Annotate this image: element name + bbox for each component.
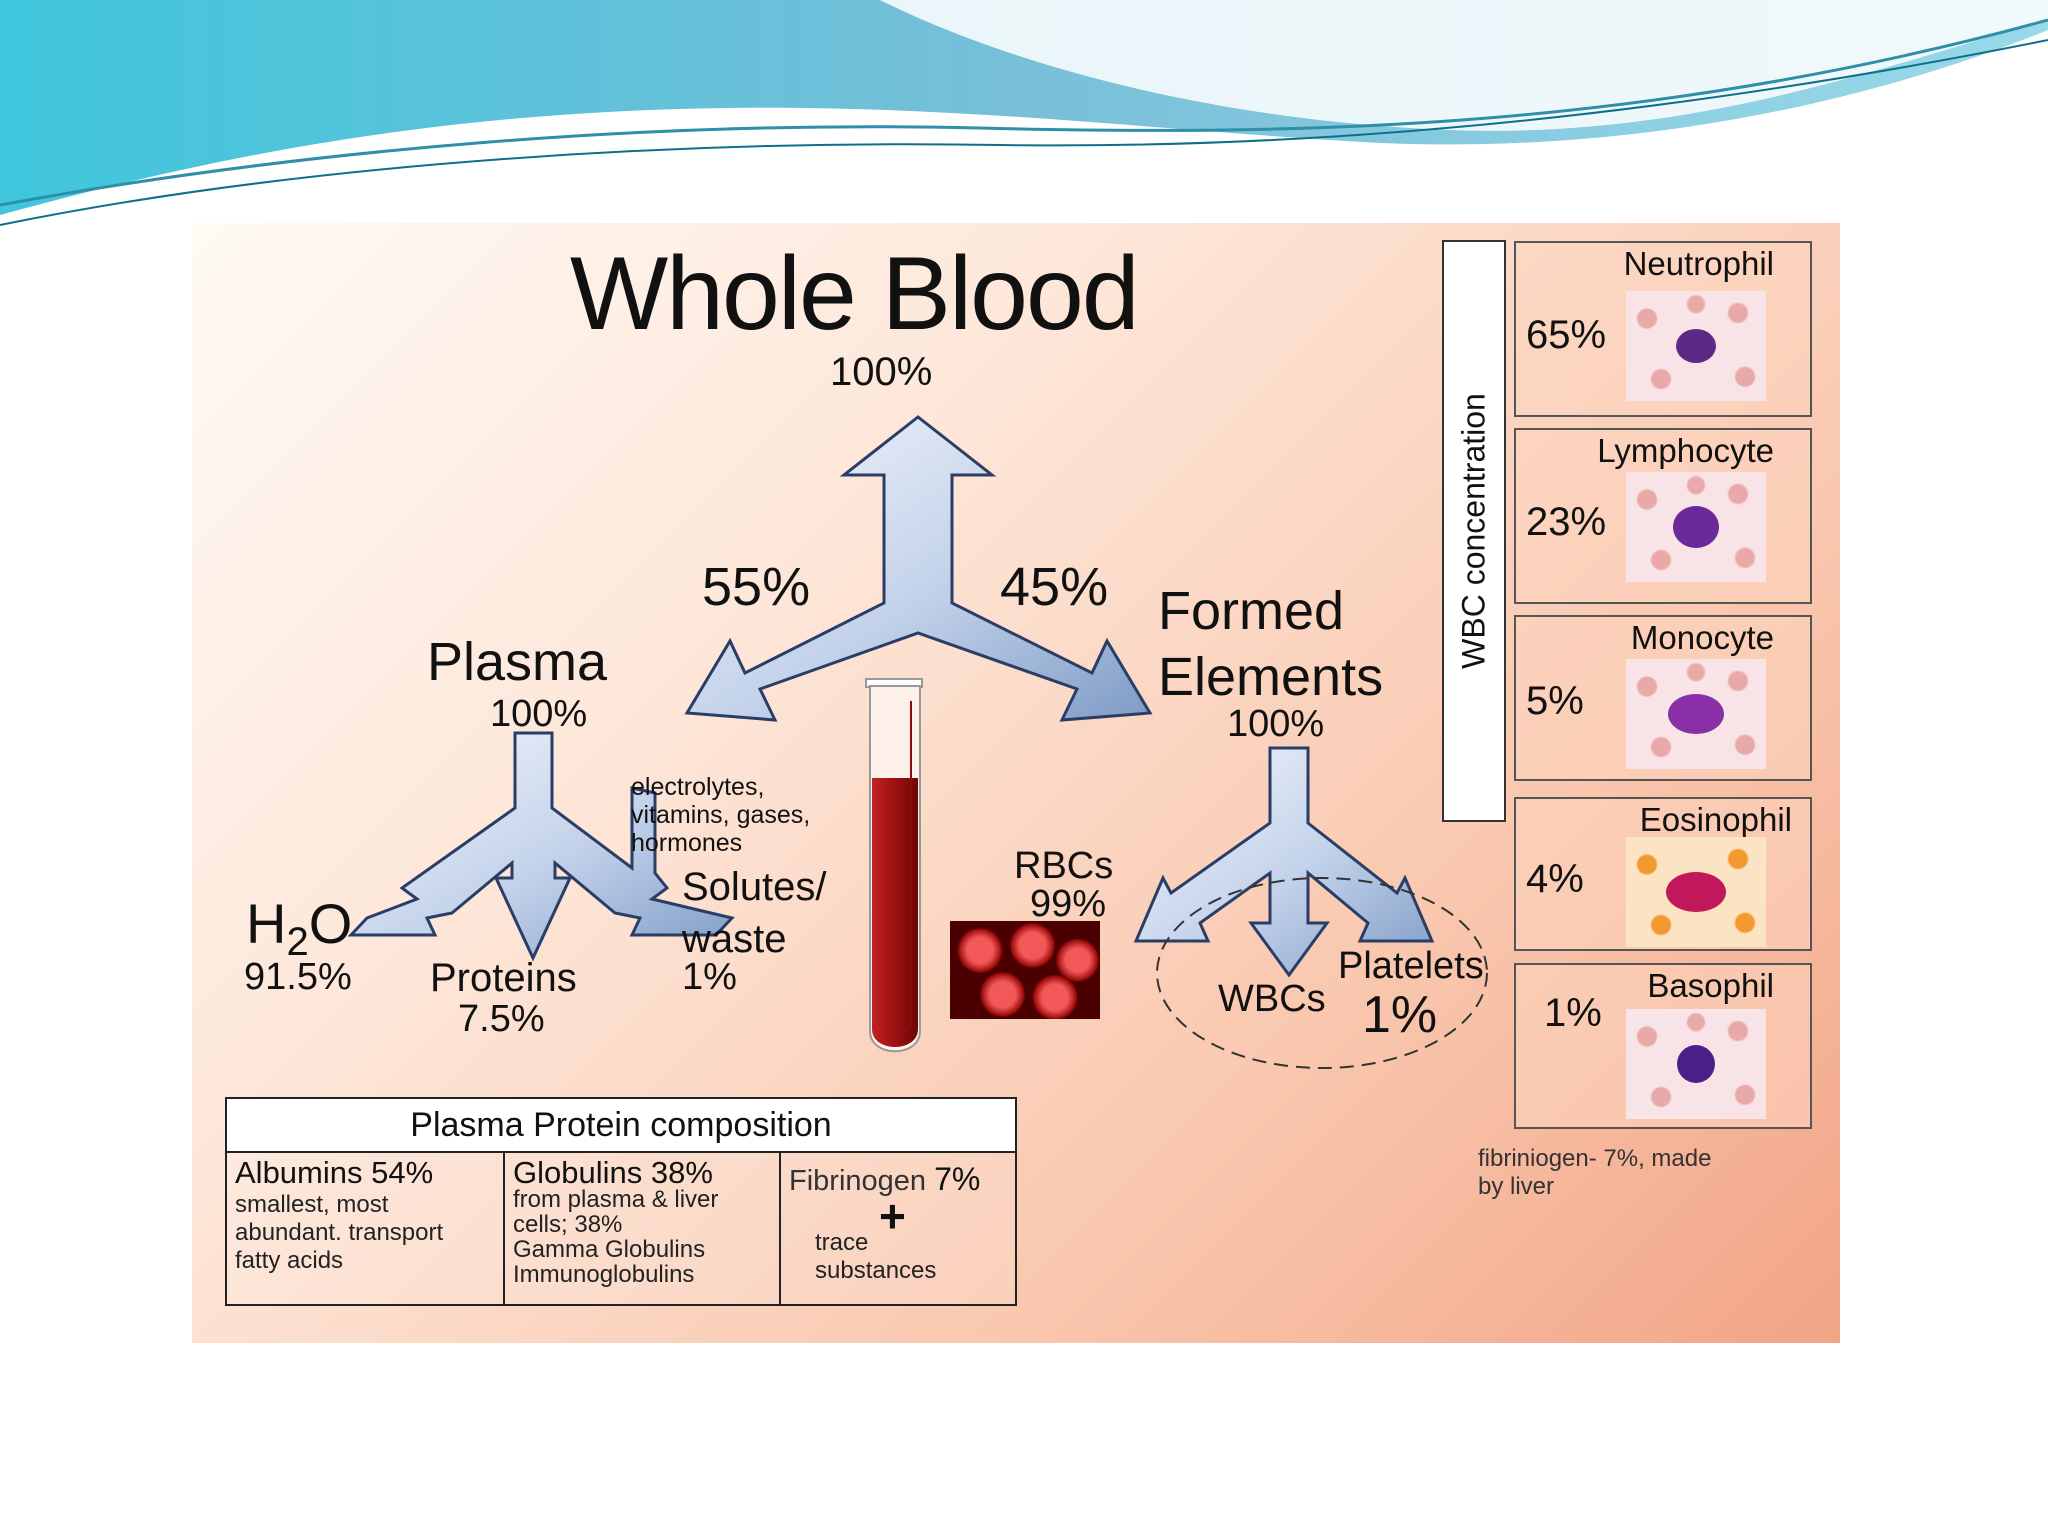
plasma-percent: 100% — [490, 693, 588, 735]
lymphocyte-name: Lymphocyte — [1597, 432, 1774, 469]
neutrophil-box: Neutrophil 65% — [1514, 241, 1812, 417]
blood-test-tube — [865, 678, 923, 1053]
basophil-image — [1626, 1009, 1766, 1119]
globulins-column: Globulins 38% from plasma & liver cells;… — [503, 1153, 781, 1304]
neutrophil-nucleus — [1676, 329, 1716, 363]
monocyte-box: Monocyte 5% — [1514, 615, 1812, 781]
fibrinogen-column: Fibrinogen 7% + trace substances — [779, 1153, 1015, 1304]
rbc-label: RBCs — [1014, 845, 1114, 887]
eosinophil-box: Eosinophil 4% — [1514, 797, 1812, 951]
diagram-title: Whole Blood — [570, 236, 1140, 352]
whole-blood-percent: 100% — [830, 350, 933, 394]
albumins-description: smallest, most abundant. transport fatty… — [235, 1191, 444, 1274]
proteins-label: Proteins — [430, 956, 577, 1000]
plasma-label: Plasma — [427, 632, 608, 692]
globulins-description: from plasma & liver cells; 38% Gamma Glo… — [513, 1186, 719, 1288]
basophil-name: Basophil — [1647, 967, 1774, 1004]
basophil-percent: 1% — [1544, 991, 1602, 1035]
main-split-arrow — [684, 415, 1153, 722]
neutrophil-name: Neutrophil — [1623, 245, 1774, 282]
lymphocyte-image — [1626, 472, 1766, 582]
neutrophil-image — [1626, 291, 1766, 401]
rbc-percent: 99% — [1030, 883, 1107, 925]
monocyte-nucleus — [1668, 694, 1724, 734]
water-percent: 91.5% — [244, 956, 352, 998]
formed-elements-percent: 100% — [1227, 703, 1325, 745]
eosinophil-percent: 4% — [1526, 857, 1584, 901]
flow-arrows — [347, 415, 1488, 1069]
plasma-share-percent: 55% — [702, 557, 811, 617]
formed-split-arrow — [1133, 746, 1435, 978]
trace-substances: trace substances — [815, 1229, 937, 1284]
fibrinogen-heading: Fibrinogen 7% — [789, 1161, 981, 1197]
eosinophil-nucleus — [1666, 872, 1726, 912]
eosinophil-image — [1626, 837, 1766, 947]
formed-elements-label: Formed Elements — [1158, 581, 1384, 707]
wbc-concentration-axis: WBC concentration — [1442, 240, 1506, 822]
platelets-label: Platelets — [1338, 945, 1484, 987]
albumins-column: Albumins 54% smallest, most abundant. tr… — [227, 1153, 503, 1304]
wbc-axis-label: WBC concentration — [1455, 393, 1492, 669]
red-blood-cells-image — [950, 921, 1100, 1019]
formed-share-percent: 45% — [1000, 557, 1109, 617]
lymphocyte-nucleus — [1673, 506, 1719, 548]
neutrophil-percent: 65% — [1526, 313, 1607, 357]
wbc-platelets-percent: 1% — [1362, 986, 1438, 1044]
monocyte-name: Monocyte — [1630, 619, 1774, 656]
wbc-label: WBCs — [1218, 978, 1326, 1020]
lymphocyte-percent: 23% — [1526, 500, 1607, 544]
whole-blood-diagram: Whole Blood 100% 55% 45% Plasma 100% ele… — [192, 223, 1840, 1343]
wbc-platelet-ellipse — [1156, 877, 1488, 1069]
proteins-percent: 7.5% — [458, 998, 545, 1040]
albumins-heading: Albumins 54% — [235, 1155, 434, 1190]
solutes-label: Solutes/ waste — [682, 865, 827, 961]
plus-sign: + — [879, 1190, 906, 1242]
monocyte-image — [1626, 659, 1766, 769]
water-label: H2O — [246, 892, 353, 965]
solutes-percent: 1% — [682, 956, 737, 998]
eosinophil-name: Eosinophil — [1639, 801, 1792, 838]
fibrinogen-note: fibriniogen- 7%, made by liver — [1478, 1145, 1712, 1200]
basophil-nucleus — [1677, 1045, 1715, 1083]
solutes-note: electrolytes, vitamins, gases, hormones — [631, 773, 811, 857]
monocyte-percent: 5% — [1526, 679, 1584, 723]
plasma-protein-table: Plasma Protein composition Albumins 54% … — [225, 1097, 1017, 1306]
globulins-heading: Globulins 38% — [513, 1155, 713, 1190]
basophil-box: Basophil 1% — [1514, 963, 1812, 1129]
plasma-split-arrow — [347, 731, 735, 962]
protein-table-title: Plasma Protein composition — [227, 1099, 1015, 1153]
lymphocyte-box: Lymphocyte 23% — [1514, 428, 1812, 604]
header-wave — [0, 0, 2048, 226]
